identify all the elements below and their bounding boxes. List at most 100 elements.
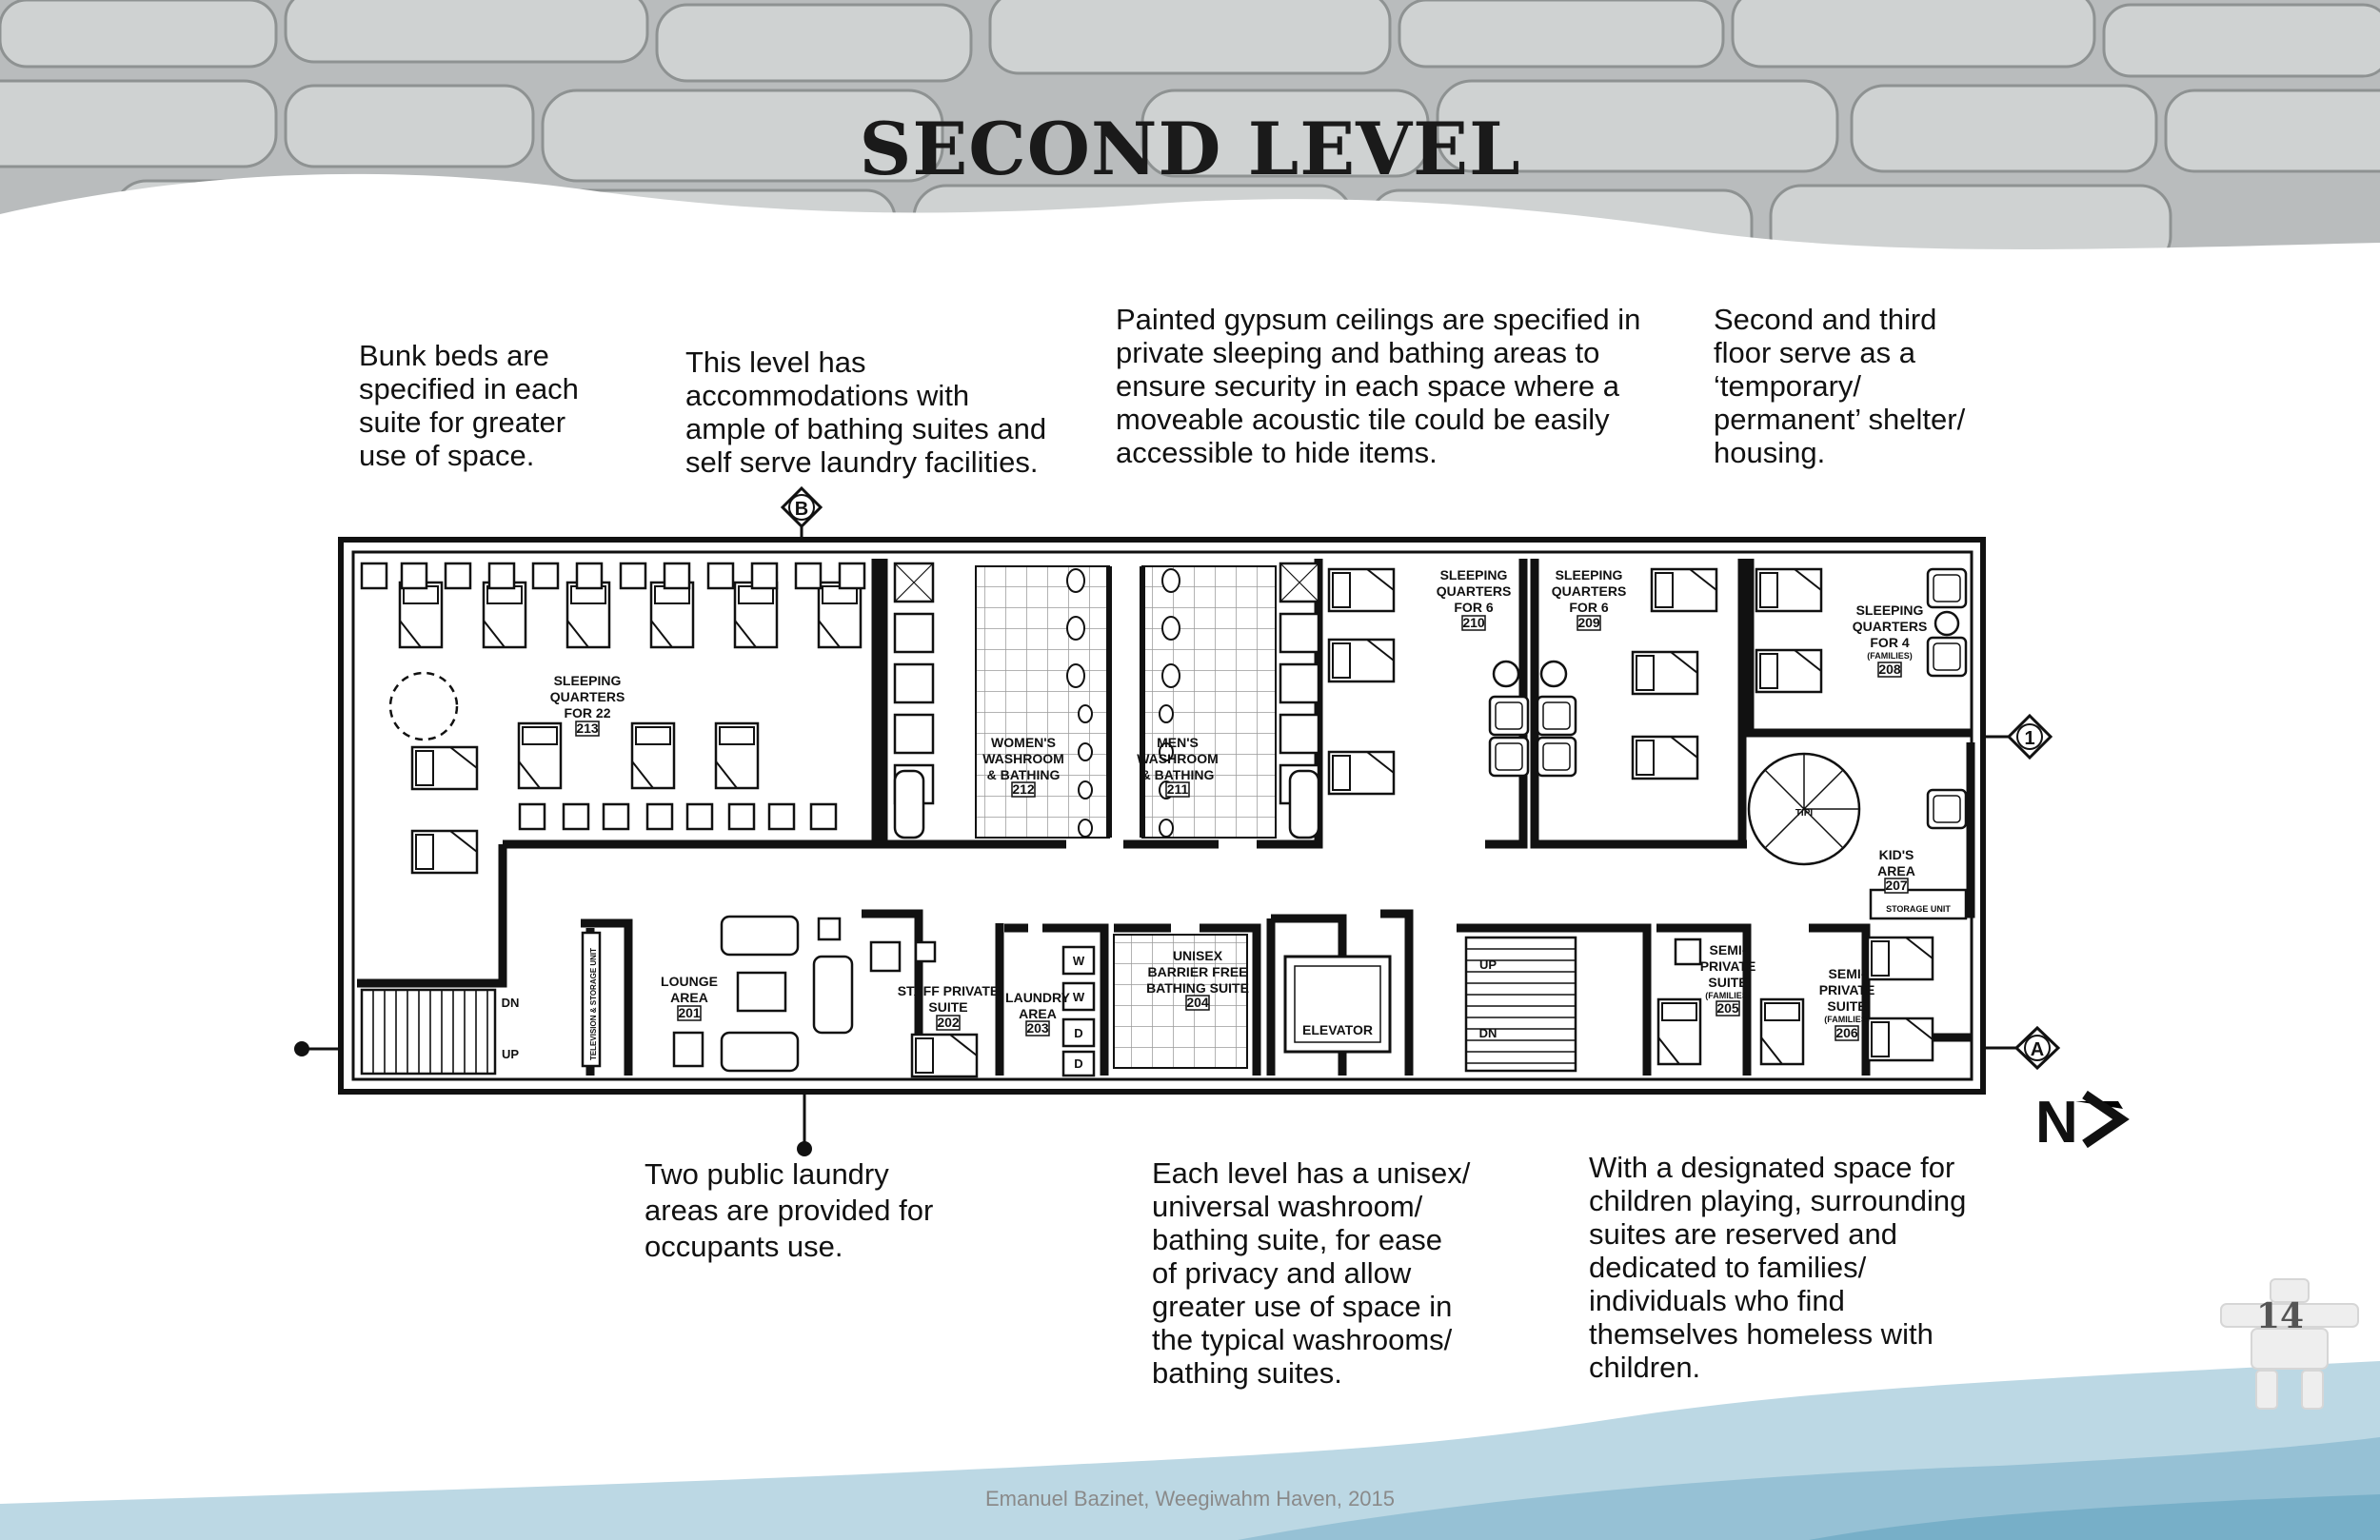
room-number-box [1884, 878, 1909, 894]
room-number-210: 210 [1462, 615, 1485, 630]
staff-suite-furniture [869, 940, 979, 1078]
note-line: greater use of space in [1152, 1290, 1453, 1323]
section-marker-b-label: B [795, 499, 808, 520]
note-line: Two public laundry [645, 1157, 889, 1191]
room-number-box [1577, 615, 1601, 631]
note-line: housing. [1714, 436, 1826, 469]
room-label-207: AREA [1877, 863, 1915, 879]
room-number-209: 209 [1577, 615, 1600, 630]
room-sub-208: (FAMILIES) [1867, 651, 1913, 661]
section-marker-a-label: A [2031, 1039, 2044, 1060]
note-kids-area: With a designated space for children pla… [1589, 1151, 1966, 1384]
room-label-209: SLEEPING [1556, 567, 1623, 582]
tipi-label: TIPI [1795, 808, 1814, 819]
room-label-208: SLEEPING [1856, 602, 1924, 618]
tipi-icon [1747, 752, 1861, 866]
room-sub-206: (FAMILIES) [1824, 1015, 1870, 1024]
section-marker-b [780, 485, 823, 540]
room-number-box [575, 721, 600, 737]
water-banner [0, 1361, 2380, 1540]
tv-storage-label: TELEVISION & STORAGE UNIT [589, 948, 598, 1060]
note-line: individuals who find [1589, 1284, 1845, 1317]
note-line: floor serve as a [1714, 336, 1915, 369]
room-label-212: & BATHING [987, 767, 1061, 782]
room-number-203: 203 [1026, 1020, 1049, 1036]
room-label-213: FOR 22 [564, 705, 610, 721]
room-number-201: 201 [678, 1005, 701, 1020]
dryer-label: D [1074, 1026, 1082, 1040]
room-label-201: AREA [670, 990, 708, 1005]
note-line: ample of bathing suites and [685, 412, 1047, 445]
shower-stalls [893, 562, 1320, 805]
elevator-shaft [1283, 955, 1392, 1054]
washroom-tile-floor [1113, 934, 1248, 1069]
note-line: This level has [685, 346, 866, 379]
elevator-label: ELEVATOR [1302, 1022, 1373, 1037]
room-sub-205: (FAMILIES) [1705, 991, 1751, 1000]
room-label-204: UNISEX [1173, 948, 1223, 963]
page-number: 14 [2256, 1296, 2305, 1336]
washer-label: W [1073, 990, 1085, 1004]
washroom-partition-wall [1106, 566, 1145, 838]
room-number-202: 202 [937, 1015, 960, 1030]
note-line: the typical washrooms/ [1152, 1323, 1453, 1356]
note-line: permanent’ shelter/ [1714, 403, 1966, 436]
note-line: moveable acoustic tile could be easily [1116, 403, 1610, 436]
note-line: bathing suite, for ease [1152, 1223, 1443, 1256]
table [1934, 610, 1960, 637]
stone-wall-banner [0, 0, 2380, 276]
note-line: ‘temporary/ [1714, 369, 1862, 403]
dryer-label: D [1074, 1056, 1082, 1071]
room-label-206: PRIVATE [1819, 982, 1875, 997]
room-number-box [1165, 781, 1190, 798]
section-pin-left [294, 1041, 341, 1056]
room-number-box [1185, 995, 1210, 1011]
note-line: self serve laundry facilities. [685, 445, 1039, 479]
lounge-furniture [672, 915, 854, 1073]
washer-dryer-stack [1061, 945, 1096, 1077]
room-label-212: WOMEN'S [991, 735, 1056, 750]
room-label-202: SUITE [928, 999, 967, 1015]
stair-north [360, 988, 497, 1076]
note-bunk-beds: Bunk beds are specified in each suite fo… [359, 339, 579, 472]
north-arrow-chevron-icon [2082, 1090, 2130, 1149]
note-line: With a designated space for [1589, 1151, 1955, 1184]
room-label-209: FOR 6 [1569, 600, 1608, 615]
note-bathing-suites: This level has accommodations with ample… [685, 346, 1046, 479]
room-label-206: SUITE [1827, 998, 1866, 1014]
north-arrow-label: N [2035, 1090, 2078, 1155]
room-number-box [1716, 1000, 1740, 1017]
room-label-210: QUARTERS [1437, 583, 1512, 599]
note-line: bathing suites. [1152, 1356, 1342, 1390]
note-line: accommodations with [685, 379, 970, 412]
room-number-206: 206 [1835, 1025, 1858, 1040]
room-label-208: FOR 4 [1870, 635, 1909, 650]
room-number-box [1461, 615, 1486, 631]
room-number-box [1835, 1025, 1859, 1041]
section-pin-bottom [797, 1092, 812, 1156]
room-number-213: 213 [576, 721, 599, 736]
note-line: universal washroom/ [1152, 1190, 1423, 1223]
note-line: ensure security in each space where a [1116, 369, 1620, 403]
note-line: themselves homeless with [1589, 1317, 1934, 1351]
note-line: children playing, surrounding [1589, 1184, 1967, 1217]
room-label-204: BATHING SUITE [1146, 980, 1249, 996]
footer-credit: Emanuel Bazinet, Weegiwahm Haven, 2015 [984, 1487, 1396, 1510]
room-number-207: 207 [1885, 878, 1908, 893]
table [1539, 660, 1568, 688]
room-number-box [936, 1015, 961, 1031]
room-number-208: 208 [1878, 661, 1901, 677]
note-unisex-washroom: Each level has a unisex/ universal washr… [1152, 1156, 1470, 1390]
armchair [1926, 788, 1968, 830]
room-number-212: 212 [1012, 781, 1035, 797]
storage-unit-label: STORAGE UNIT [1886, 904, 1951, 914]
room-label-203: AREA [1019, 1006, 1057, 1021]
note-line: Each level has a unisex/ [1152, 1156, 1471, 1190]
room-label-205: PRIVATE [1700, 958, 1756, 974]
turning-circle [388, 671, 459, 741]
note-line: private sleeping and bathing areas to [1116, 336, 1600, 369]
room-number-box [677, 1005, 702, 1021]
note-line: dedicated to families/ [1589, 1251, 1867, 1284]
room-label-213: SLEEPING [554, 673, 622, 688]
